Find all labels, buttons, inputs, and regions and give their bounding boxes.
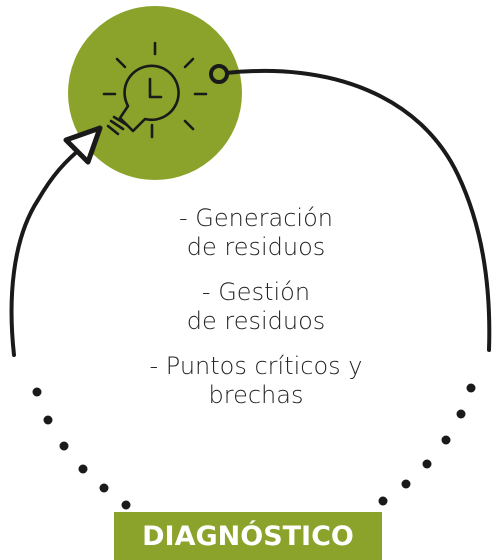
cycle-arc-left xyxy=(9,142,88,357)
dot xyxy=(378,496,388,506)
dot xyxy=(456,409,466,419)
topic-line: de residuos xyxy=(186,233,326,261)
dot xyxy=(422,459,432,469)
dot xyxy=(99,483,109,493)
topic-line: brechas xyxy=(208,381,304,409)
accent-circle xyxy=(68,6,242,180)
dot xyxy=(401,479,411,489)
topic-line: - Generación xyxy=(179,204,333,232)
dotted-arc-left xyxy=(32,387,131,510)
topic-line: de residuos xyxy=(186,307,326,335)
dotted-arc-right xyxy=(378,383,476,506)
banner-bg xyxy=(114,512,382,560)
lightbulb-clock-icon xyxy=(102,41,208,139)
diagnostic-banner: DIAGNÓSTICO xyxy=(114,512,382,560)
dot xyxy=(121,500,131,510)
topic-item: - Gestión de residuos xyxy=(100,278,412,336)
cycle-arc-right xyxy=(224,68,492,352)
dot xyxy=(32,387,42,397)
dot xyxy=(43,415,53,425)
topic-line: - Gestión xyxy=(201,278,311,306)
dot xyxy=(466,383,476,393)
dot xyxy=(59,441,69,451)
topic-line: - Puntos críticos y xyxy=(149,352,363,380)
topic-item: - Puntos críticos y brechas xyxy=(100,352,412,410)
banner-label: DIAGNÓSTICO xyxy=(142,520,354,552)
dot xyxy=(78,464,88,474)
topics-list: - Generación de residuos - Gestión de re… xyxy=(100,204,412,426)
arc-start-node xyxy=(209,64,229,84)
topic-item: - Generación de residuos xyxy=(100,204,412,262)
dot xyxy=(441,435,451,445)
arrowhead xyxy=(63,125,103,165)
